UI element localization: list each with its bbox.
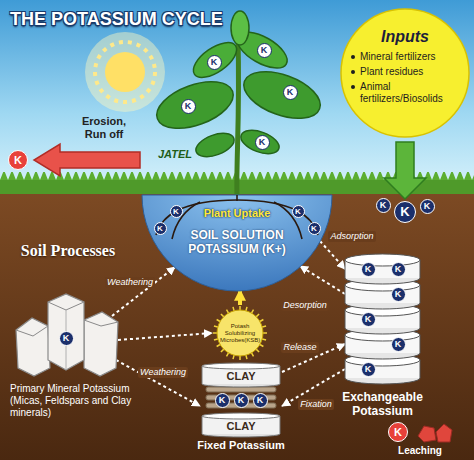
potassium-icon: K — [391, 262, 406, 277]
text-row: Primary Mineral Potassium (Micas, Feldsp… — [10, 383, 152, 419]
exchangeable-cylinder: Exchangeable Potassium — [335, 252, 430, 422]
process-arrow — [238, 290, 242, 305]
flow-label: Leaching — [398, 445, 442, 457]
process-arrow — [112, 267, 175, 316]
potassium-icon: K — [394, 201, 416, 223]
potassium-icon: K — [388, 422, 408, 442]
watermark: JATEL — [158, 148, 192, 161]
clay-stack: CLAYCLAYFixed Potassium — [198, 362, 284, 454]
potassium-icon: K — [8, 150, 28, 170]
potassium-icon: K — [154, 222, 167, 235]
node-heading: Plant Uptake — [162, 207, 312, 220]
microbe-circle: Potash Solubilizing Microbes(KSB) — [212, 305, 268, 361]
text-row: Fixed Potassium — [186, 438, 296, 452]
node-heading: Inputs — [350, 28, 460, 46]
process-arrow — [118, 333, 212, 340]
node-text: Plant residues — [360, 66, 460, 78]
soil-solution-dome-outline — [142, 195, 332, 291]
potassium-icon: K — [181, 99, 196, 114]
edge-label: Weathering — [105, 277, 155, 288]
text-row: Animal fertilizers/Biosolids — [360, 81, 460, 105]
node-text: Mineral fertilizers — [360, 51, 460, 63]
leaching-rocks — [418, 424, 452, 442]
potassium-icon: K — [170, 205, 183, 218]
potassium-icon: K — [420, 199, 435, 214]
edge-label: Release — [281, 342, 318, 353]
potassium-icon: K — [253, 393, 268, 408]
node-text: Animal fertilizers/Biosolids — [360, 81, 460, 105]
text-row: SOIL SOLUTION POTASSIUM (K+) — [162, 228, 312, 256]
node-heading: Exchangeable Potassium — [335, 390, 430, 418]
inputs-circle: InputsMineral fertilizersPlant residuesA… — [340, 8, 470, 138]
text-row: Inputs — [350, 28, 460, 46]
potassium-icon: K — [257, 43, 272, 58]
input-arrow — [384, 142, 426, 199]
erosion-arrow — [34, 144, 140, 176]
potassium-icon: K — [255, 135, 270, 150]
sun — [85, 32, 165, 112]
potassium-icon: K — [391, 337, 406, 352]
mineral-crystals: Primary Mineral Potassium (Micas, Feldsp… — [8, 290, 156, 422]
soil — [0, 186, 474, 460]
diagram-title: THE POTASSIUM CYCLE — [10, 8, 223, 30]
potassium-icon: K — [207, 55, 222, 70]
mineral-crystals-outline — [16, 294, 118, 376]
text-row: Plant residues — [360, 66, 460, 78]
bullet-dot — [351, 85, 355, 89]
process-arrow — [320, 241, 345, 269]
edge-label: Adsorption — [328, 231, 375, 242]
node-heading: Primary Mineral Potassium (Micas, Feldsp… — [10, 383, 152, 419]
text-row: Mineral fertilizers — [360, 51, 460, 63]
potassium-icon: K — [391, 287, 406, 302]
edge-label: Fixation — [298, 399, 334, 410]
node-heading: CLAY — [198, 370, 284, 383]
text-row: CLAY — [198, 370, 284, 383]
text-row: Plant Uptake — [162, 207, 312, 220]
potassium-icon: K — [308, 222, 321, 235]
potassium-icon: K — [361, 312, 376, 327]
inputs-circle-outline — [341, 9, 469, 137]
potassium-icon: K — [283, 85, 298, 100]
exchangeable-cylinder-outline — [345, 254, 420, 384]
node-text: SOIL SOLUTION POTASSIUM (K+) — [162, 228, 312, 256]
edge-label: Weathering — [138, 367, 188, 378]
potassium-icon: K — [376, 198, 391, 213]
text-row: Exchangeable Potassium — [335, 390, 430, 418]
potassium-icon: K — [361, 362, 376, 377]
bullet-dot — [351, 55, 355, 59]
node-text: Fixed Potassium — [186, 438, 296, 452]
text-row: Potash Solubilizing Microbes(KSB) — [220, 323, 260, 344]
potassium-icon: K — [59, 331, 74, 346]
edge-label: Desorption — [281, 300, 329, 311]
plant — [151, 11, 327, 196]
bullet-dot — [351, 70, 355, 74]
potassium-icon: K — [234, 393, 249, 408]
potassium-icon: K — [361, 262, 376, 277]
text-row: CLAY — [198, 420, 284, 433]
node-heading: Potash Solubilizing Microbes(KSB) — [220, 323, 260, 344]
process-arrow — [300, 266, 345, 294]
potassium-icon: K — [215, 393, 230, 408]
potassium-icon: K — [292, 205, 305, 218]
node-text: CLAY — [198, 420, 284, 433]
flow-label: Erosion, Run off — [72, 115, 136, 141]
section-heading: Soil Processes — [21, 241, 115, 260]
microbe-circle-outline — [213, 306, 267, 360]
